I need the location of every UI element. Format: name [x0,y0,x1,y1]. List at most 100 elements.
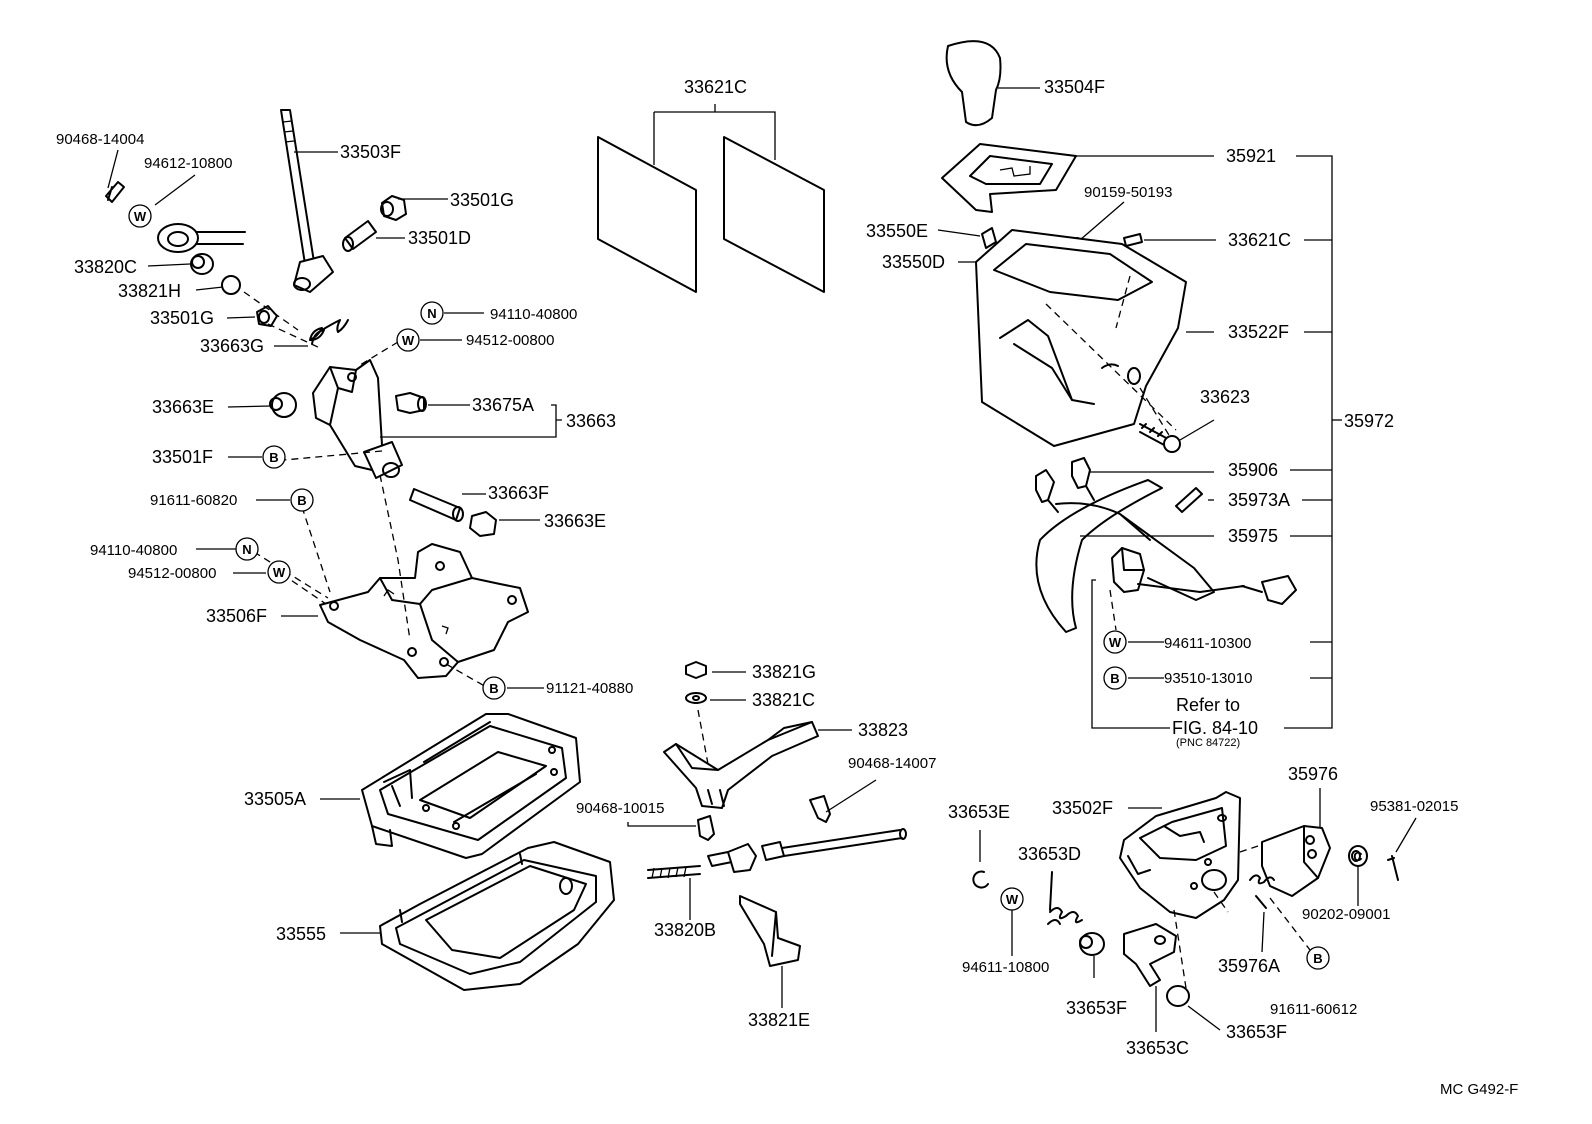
bolt-33623-part [1139,419,1215,453]
label-33653D: 33653D [1018,844,1081,864]
position-indicator-35921-part [941,143,1214,213]
bracket-33663-part [312,359,403,479]
bushing-33501G-lower-part [256,305,278,327]
label-94512-00800-lower: 94512-00800 [128,565,216,582]
label-33653F-upper: 33653F [1066,998,1127,1018]
bolt-mark-2: B [297,493,306,508]
label-33504F: 33504F [1044,77,1105,97]
label-33821E: 33821E [748,1010,810,1030]
clip-90468-10015-part [627,815,715,841]
pin-95381-02015-part [1387,817,1417,881]
label-94110-40800-upper: 94110-40800 [490,306,577,323]
diagram-code: MC G492-F [1440,1081,1518,1098]
bolt-mark-1: B [269,450,278,465]
shift-lever-part [280,109,334,293]
bulb-holder-35973A-part [1175,487,1214,513]
label-35975: 35975 [1228,526,1278,546]
nut-mark-2: N [242,542,251,557]
label-94612-10800: 94612-10800 [144,155,232,172]
pin-33675A-part [395,392,427,414]
label-35973A: 35973A [1228,490,1290,510]
label-33653C: 33653C [1126,1038,1189,1058]
label-33663: 33663 [566,411,616,431]
label-33621C-sheets: 33621C [684,77,747,97]
label-33663E-upper: 33663E [152,397,214,417]
label-33663F: 33663F [488,483,549,503]
washer-mark-5: W [1006,892,1019,907]
label-35972: 35972 [1344,411,1394,431]
label-95381-02015: 95381-02015 [1370,798,1458,815]
collar-33653F-part [1079,932,1105,978]
refer-line-2: FIG. 84-10 [1172,718,1258,738]
bracket-33823-part [663,709,852,809]
bolt-mark-3: B [489,681,498,696]
label-91121-40880: 91121-40880 [546,680,633,697]
label-33621C-console: 33621C [1228,230,1291,250]
shift-knob-33504F-part [945,40,1040,127]
label-94611-10300: 94611-10300 [1164,635,1251,652]
spring-33653D-part [1047,871,1083,925]
label-90468-10015: 90468-10015 [576,800,664,817]
label-35976A: 35976A [1218,956,1280,976]
washer-mark-2: W [402,333,415,348]
label-33501F: 33501F [152,447,213,467]
washer-mark-4: W [1109,635,1122,650]
label-90468-14007: 90468-14007 [848,755,936,772]
label-33820B: 33820B [654,920,716,940]
clip-90202-09001-part [1348,845,1368,906]
label-94512-00800-upper: 94512-00800 [466,332,554,349]
label-35921: 35921 [1226,146,1276,166]
refer-line-3: (PNC 84722) [1176,737,1240,749]
label-90159-50193: 90159-50193 [1084,184,1172,201]
clip-33821E-part [739,895,801,1008]
label-33555: 33555 [276,924,326,944]
clip-mark: C [1353,849,1363,864]
nut-mark-1: N [427,306,436,321]
label-35976: 35976 [1288,764,1338,784]
washer-mark-1: W [134,209,147,224]
sheet-33621C-part [597,104,825,293]
label-90202-09001: 90202-09001 [1302,906,1390,923]
bushing-33663E-lower-part [469,511,497,537]
label-33503F: 33503F [340,142,401,162]
clip-90468-14007-part [809,779,877,823]
collar-33821H-part [221,275,241,295]
label-33501G-upper: 33501G [450,190,514,210]
label-33820C: 33820C [74,257,137,277]
label-33550D: 33550D [882,252,945,272]
lever-33653C-part [1123,923,1177,1032]
base-bracket-33506F-part [319,543,529,679]
nut-33821G-part [685,661,746,679]
spring-33663G-part [309,319,349,345]
cable-33820B-part [647,828,907,920]
washer-mark-3: W [273,565,286,580]
label-33821C: 33821C [752,690,815,710]
mark-letters: W N W B B N W B W B W B C [134,209,1363,966]
label-91611-60820: 91611-60820 [150,492,237,509]
plate-33505A-part [320,713,581,859]
label-33522F: 33522F [1228,322,1289,342]
label-33823: 33823 [858,720,908,740]
bolt-mark-4: B [1110,671,1119,686]
label-33675A: 33675A [472,395,534,415]
label-33506F: 33506F [206,606,267,626]
spring-35976A-part [1249,874,1311,953]
label-33653F-lower: 33653F [1226,1022,1287,1042]
label-33501D: 33501D [408,228,471,248]
part-number-labels: 90468-14004 94612-10800 33503F 33501G 33… [56,77,1518,1098]
light-bracket-35975-part [1035,479,1215,633]
bushing-33820C-part [190,253,214,275]
label-33821G: 33821G [752,662,816,682]
washer-33821C-part [685,692,746,704]
switch-assembly-part [1111,547,1297,605]
pin-90468-14004-part [105,181,125,203]
label-90468-14004: 90468-14004 [56,131,144,148]
label-35906: 35906 [1228,460,1278,480]
label-94110-40800-lower: 94110-40800 [90,542,177,559]
label-33623: 33623 [1200,387,1250,407]
indicator-bulb-35906-part [1035,457,1214,513]
detent-35976-part [1261,788,1331,897]
label-33550E: 33550E [866,221,928,241]
label-33663G: 33663G [200,336,264,356]
